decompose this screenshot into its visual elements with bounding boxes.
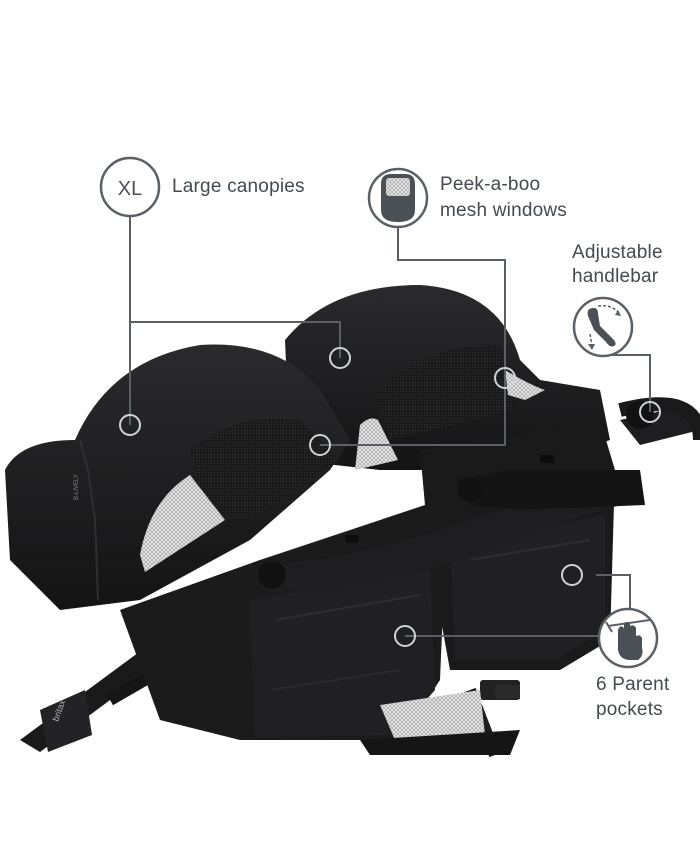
callout-dot-pocket-right (561, 564, 583, 586)
adjustable-handlebar-icon (572, 296, 634, 358)
stroller-handlebar (258, 397, 700, 592)
callout-dots (119, 347, 661, 647)
side-label: B-LIVELY (74, 474, 80, 500)
callout-dot-mesh-front (309, 434, 331, 456)
label-mesh-windows-line2: mesh windows (440, 200, 568, 221)
callout-dot-pocket-left (394, 625, 416, 647)
label-handlebar-line2: handlebar (572, 266, 659, 287)
callout-dot-canopy-rear (329, 347, 351, 369)
mesh-window-icon (367, 167, 429, 229)
xl-badge-text: XL (118, 178, 142, 200)
hand-pocket-icon (597, 607, 659, 669)
callout-dot-canopy-front (119, 414, 141, 436)
label-pockets-line2: pockets (596, 699, 663, 720)
callout-dot-handlebar (639, 401, 661, 423)
label-pockets-line1: 6 Parent (596, 674, 670, 695)
callout-lines (129, 210, 651, 637)
brand-plate: britax (40, 690, 92, 752)
xl-badge-icon: XL (99, 156, 161, 218)
storage-basket (380, 690, 485, 740)
canopy-front: B-LIVELY (5, 344, 350, 610)
label-mesh-windows-line1: Peek-a-boo (440, 174, 541, 195)
label-handlebar-line1: Adjustable (572, 242, 663, 263)
label-large-canopies: Large canopies (172, 176, 305, 197)
callout-dot-mesh-rear (494, 367, 516, 389)
